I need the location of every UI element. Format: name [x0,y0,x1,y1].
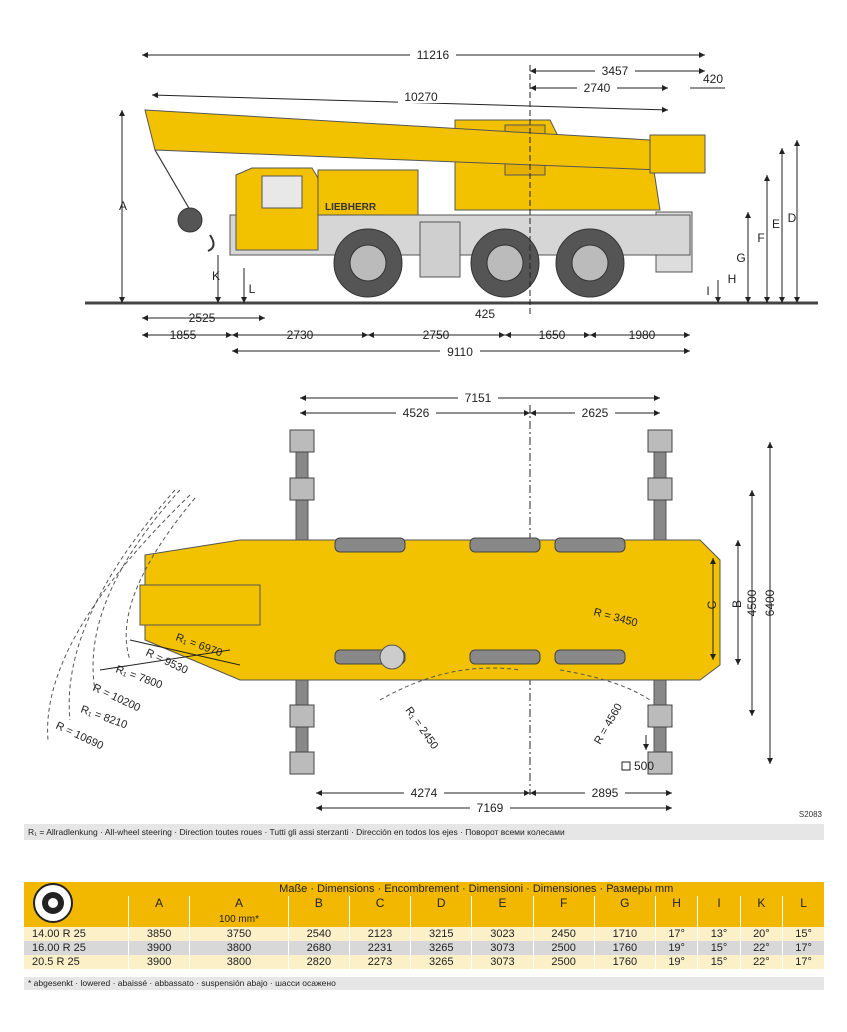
radius-r1-2450: R₁ = 2450 [403,705,441,752]
dim-4274: 4274 [411,786,438,800]
letter-A: A [119,199,127,213]
col-C: C [348,896,411,913]
letter-G: G [736,251,745,265]
drawing-ref-code: S2083 [799,810,823,819]
dim-2895: 2895 [592,786,619,800]
side-view: LIEBHERR 11216 10270 3457 2740 420 A K [85,47,818,359]
letter-L: L [249,282,256,296]
radius-r1-7800: R₁ = 7800 [114,664,164,692]
radius-r-10690: R = 10690 [54,720,105,752]
letter-D: D [788,211,797,225]
wheel-2 [470,228,540,298]
pad-size-500: 500 [634,759,654,773]
letter-H: H [728,272,737,286]
letter-F: F [757,231,764,245]
dim-4526: 4526 [403,406,430,420]
plan-view: 7151 4526 2625 [47,390,823,819]
dim-boom-length: 10270 [404,90,438,104]
col-A-lowered: A [189,896,289,913]
letter-B: B [730,600,744,608]
dim-2625: 2625 [582,406,609,420]
brand-text: LIEBHERR [325,202,377,213]
letter-K: K [212,269,220,283]
dim-2730: 2730 [287,328,314,342]
col-H: H [654,896,698,913]
dim-2750: 2750 [423,328,450,342]
letter-C: C [705,600,719,609]
dim-2740: 2740 [584,81,611,95]
tyre-icon-cell [24,882,129,927]
table-footnote: * abgesenkt · lowered · abaissé · abbass… [24,977,824,990]
col-A-subheader: 100 mm* [189,912,289,927]
table-row: 16.00 R 25 3900 3800 2680 2231 3265 3073… [24,941,824,955]
wheel-3 [555,228,625,298]
letter-E: E [772,217,780,231]
dim-2525: 2525 [189,311,216,325]
crane-dimension-drawing: LIEBHERR 11216 10270 3457 2740 420 A K [47,47,823,819]
dim-7151: 7151 [465,391,492,405]
col-I: I [697,896,741,913]
dim-6400: 6400 [763,589,777,616]
dim-4500: 4500 [745,589,759,616]
col-A: A [127,896,190,913]
col-B: B [287,896,350,913]
steering-legend: R₁ = Allradlenkung · All-wheel steering … [24,824,824,840]
col-G: G [593,896,656,913]
dim-1980: 1980 [629,328,656,342]
col-L: L [782,896,824,913]
letter-I: I [706,284,709,298]
col-F: F [532,896,595,913]
col-K: K [739,896,783,913]
col-D: D [410,896,472,913]
tyre-icon [33,883,73,923]
dim-1855: 1855 [170,328,197,342]
dim-9110: 9110 [447,345,473,359]
dim-overall-length: 11216 [417,48,450,62]
table-title: Maße · Dimensions · Encombrement · Dimen… [128,882,824,897]
table-row: 20.5 R 25 3900 3800 2820 2273 3265 3073 … [24,955,824,969]
radius-r-4560: R = 4560 [592,702,625,747]
dim-1650: 1650 [539,328,566,342]
radius-r1-8210: R₁ = 8210 [79,704,129,732]
dim-7169: 7169 [477,801,504,815]
wheel-1 [333,228,403,298]
dim-420: 420 [703,72,723,86]
dim-rear-overhang: 3457 [602,64,629,78]
table-row: 14.00 R 25 3850 3750 2540 2123 3215 3023… [24,927,824,941]
dimensions-table: Maße · Dimensions · Encombrement · Dimen… [24,882,824,969]
dim-425: 425 [475,307,495,321]
col-E: E [471,896,534,913]
